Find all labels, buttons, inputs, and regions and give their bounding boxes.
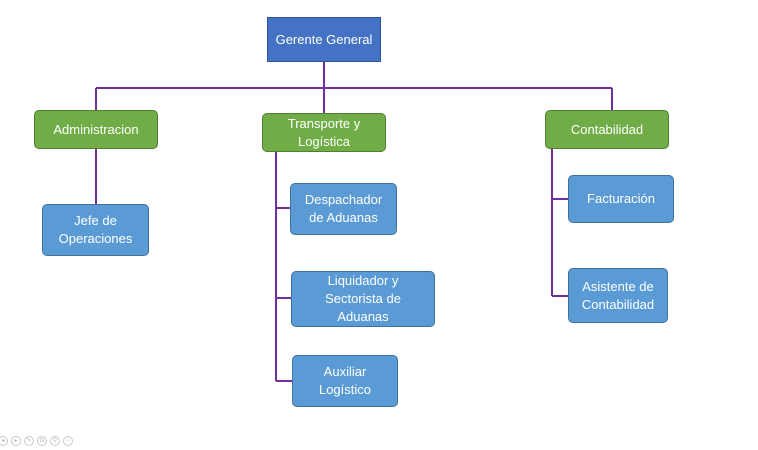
node-jefe-operaciones: Jefe de Operaciones — [42, 204, 149, 256]
node-facturacion: Facturación — [568, 175, 674, 223]
pointer-icon[interactable]: ⊡ — [37, 436, 47, 446]
node-contabilidad: Contabilidad — [545, 110, 669, 149]
node-administracion: Administracion — [34, 110, 158, 149]
pen-icon[interactable]: ✎ — [24, 436, 34, 446]
prev-icon[interactable]: ◂ — [0, 436, 8, 446]
node-auxiliar-logistico: Auxiliar Logístico — [292, 355, 398, 407]
node-liquidador-sectorista: Liquidador y Sectorista de Aduanas — [291, 271, 435, 327]
node-asistente-contabilidad: Asistente de Contabilidad — [568, 268, 668, 323]
more-icon[interactable]: ⋯ — [63, 436, 73, 446]
node-gerente-general: Gerente General — [267, 17, 381, 62]
slideshow-toolbar: ◂ ▸ ✎ ⊡ ⚲ ⋯ — [0, 436, 73, 446]
node-transporte-logistica: Transporte y Logística — [262, 113, 386, 152]
zoom-icon[interactable]: ⚲ — [50, 436, 60, 446]
next-icon[interactable]: ▸ — [11, 436, 21, 446]
node-despachador-aduanas: Despachador de Aduanas — [290, 183, 397, 235]
